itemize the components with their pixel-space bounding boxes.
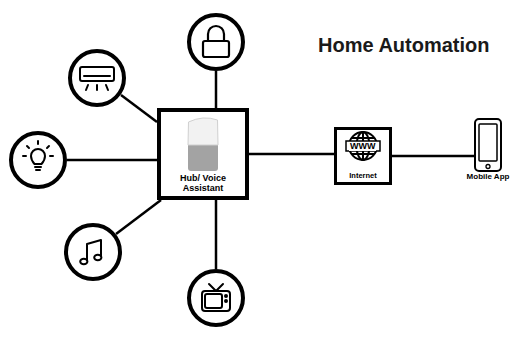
speaker-top xyxy=(188,118,218,145)
spoke-line xyxy=(215,71,218,108)
bulb-ray xyxy=(23,155,26,157)
note-head xyxy=(94,255,101,261)
mobile-app-label: Mobile App xyxy=(467,173,510,181)
device-circle xyxy=(189,15,243,69)
music-icon xyxy=(80,240,101,264)
tv-antenna xyxy=(216,284,223,291)
globe-parallel xyxy=(351,153,375,155)
ac-airflow xyxy=(106,85,108,90)
connector-line xyxy=(392,155,474,158)
device-circle xyxy=(189,271,243,325)
bulb-ray xyxy=(27,146,29,148)
speaker-base xyxy=(188,145,218,171)
ac-airflow xyxy=(86,85,88,90)
tv-icon xyxy=(202,284,230,311)
diagram-title: Home Automation xyxy=(318,34,489,57)
phone-button xyxy=(486,165,490,169)
spoke-line xyxy=(121,95,157,122)
spoke-line xyxy=(67,159,157,162)
air-conditioner-icon xyxy=(80,67,114,90)
globe-band xyxy=(346,141,380,151)
spoke-line xyxy=(215,200,218,269)
internet-box: Internet xyxy=(334,127,392,185)
note-stems xyxy=(87,240,101,261)
lock-icon xyxy=(203,26,229,57)
phone-details xyxy=(479,124,497,169)
device-circles xyxy=(11,15,243,325)
tv-screen xyxy=(205,294,222,308)
mobile-phone: Mobile App xyxy=(474,118,502,172)
bulb-glass xyxy=(31,149,45,164)
device-circle xyxy=(70,51,124,105)
internet-label: Internet xyxy=(349,172,377,180)
note-head xyxy=(80,259,87,265)
bulb-ray xyxy=(47,146,49,148)
globe-icon xyxy=(346,132,380,160)
lock-body xyxy=(203,41,229,57)
device-circle xyxy=(66,225,120,279)
bulb-ray xyxy=(50,155,53,157)
ac-vent xyxy=(84,75,110,77)
light-bulb-icon xyxy=(23,141,53,170)
tv-knob xyxy=(225,295,227,297)
phone-screen xyxy=(479,124,497,161)
connector-line xyxy=(249,153,334,156)
device-circle xyxy=(11,133,65,187)
ac-unit xyxy=(80,67,114,81)
bulb-ray xyxy=(37,141,39,144)
globe-outline xyxy=(349,132,377,160)
hub-box: Hub/ Voice Assistant xyxy=(157,108,249,200)
spoke-line xyxy=(116,200,161,234)
tv-knob xyxy=(225,300,227,302)
tv-case xyxy=(202,291,230,311)
globe-text: WWW xyxy=(349,142,376,151)
tv-antenna xyxy=(209,284,216,291)
smart-speaker xyxy=(188,118,218,171)
bulb-base xyxy=(36,169,40,171)
globe-parallel xyxy=(351,137,375,139)
lock-shackle xyxy=(208,26,224,41)
ac-airflow xyxy=(96,85,98,90)
bulb-base xyxy=(35,166,41,168)
hub-label: Hub/ Voice Assistant xyxy=(161,174,245,194)
